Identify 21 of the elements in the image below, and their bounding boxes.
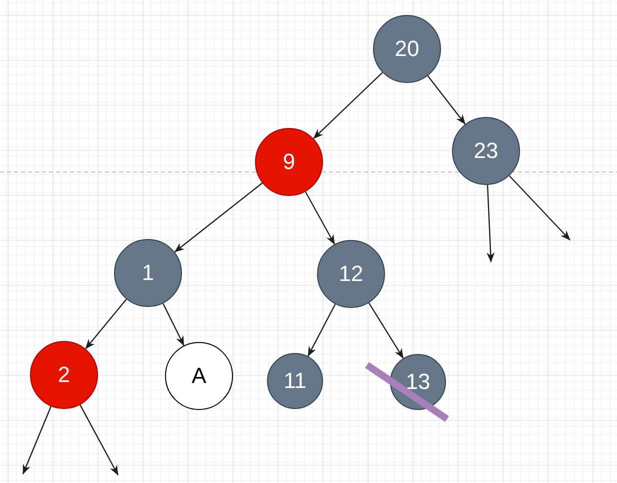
arrow (85, 298, 127, 350)
node-value: 20 (394, 38, 420, 60)
arrow (162, 303, 184, 346)
node-value: 9 (282, 151, 296, 173)
arrow (508, 175, 570, 240)
arrow (80, 404, 119, 476)
node-value: 12 (338, 263, 364, 285)
arrow (174, 182, 263, 252)
node-value: 13 (406, 371, 430, 393)
arrow (307, 304, 336, 357)
arrow (368, 302, 404, 359)
node-value: A (192, 365, 206, 387)
arrow (313, 72, 383, 139)
arrow (427, 76, 466, 125)
node-value: 1 (142, 262, 154, 284)
arrow (304, 191, 336, 245)
node-value: 11 (284, 370, 306, 392)
node-value: 2 (58, 364, 70, 386)
arrow (22, 406, 52, 474)
arrow (486, 184, 495, 262)
node-value: 23 (474, 140, 498, 162)
